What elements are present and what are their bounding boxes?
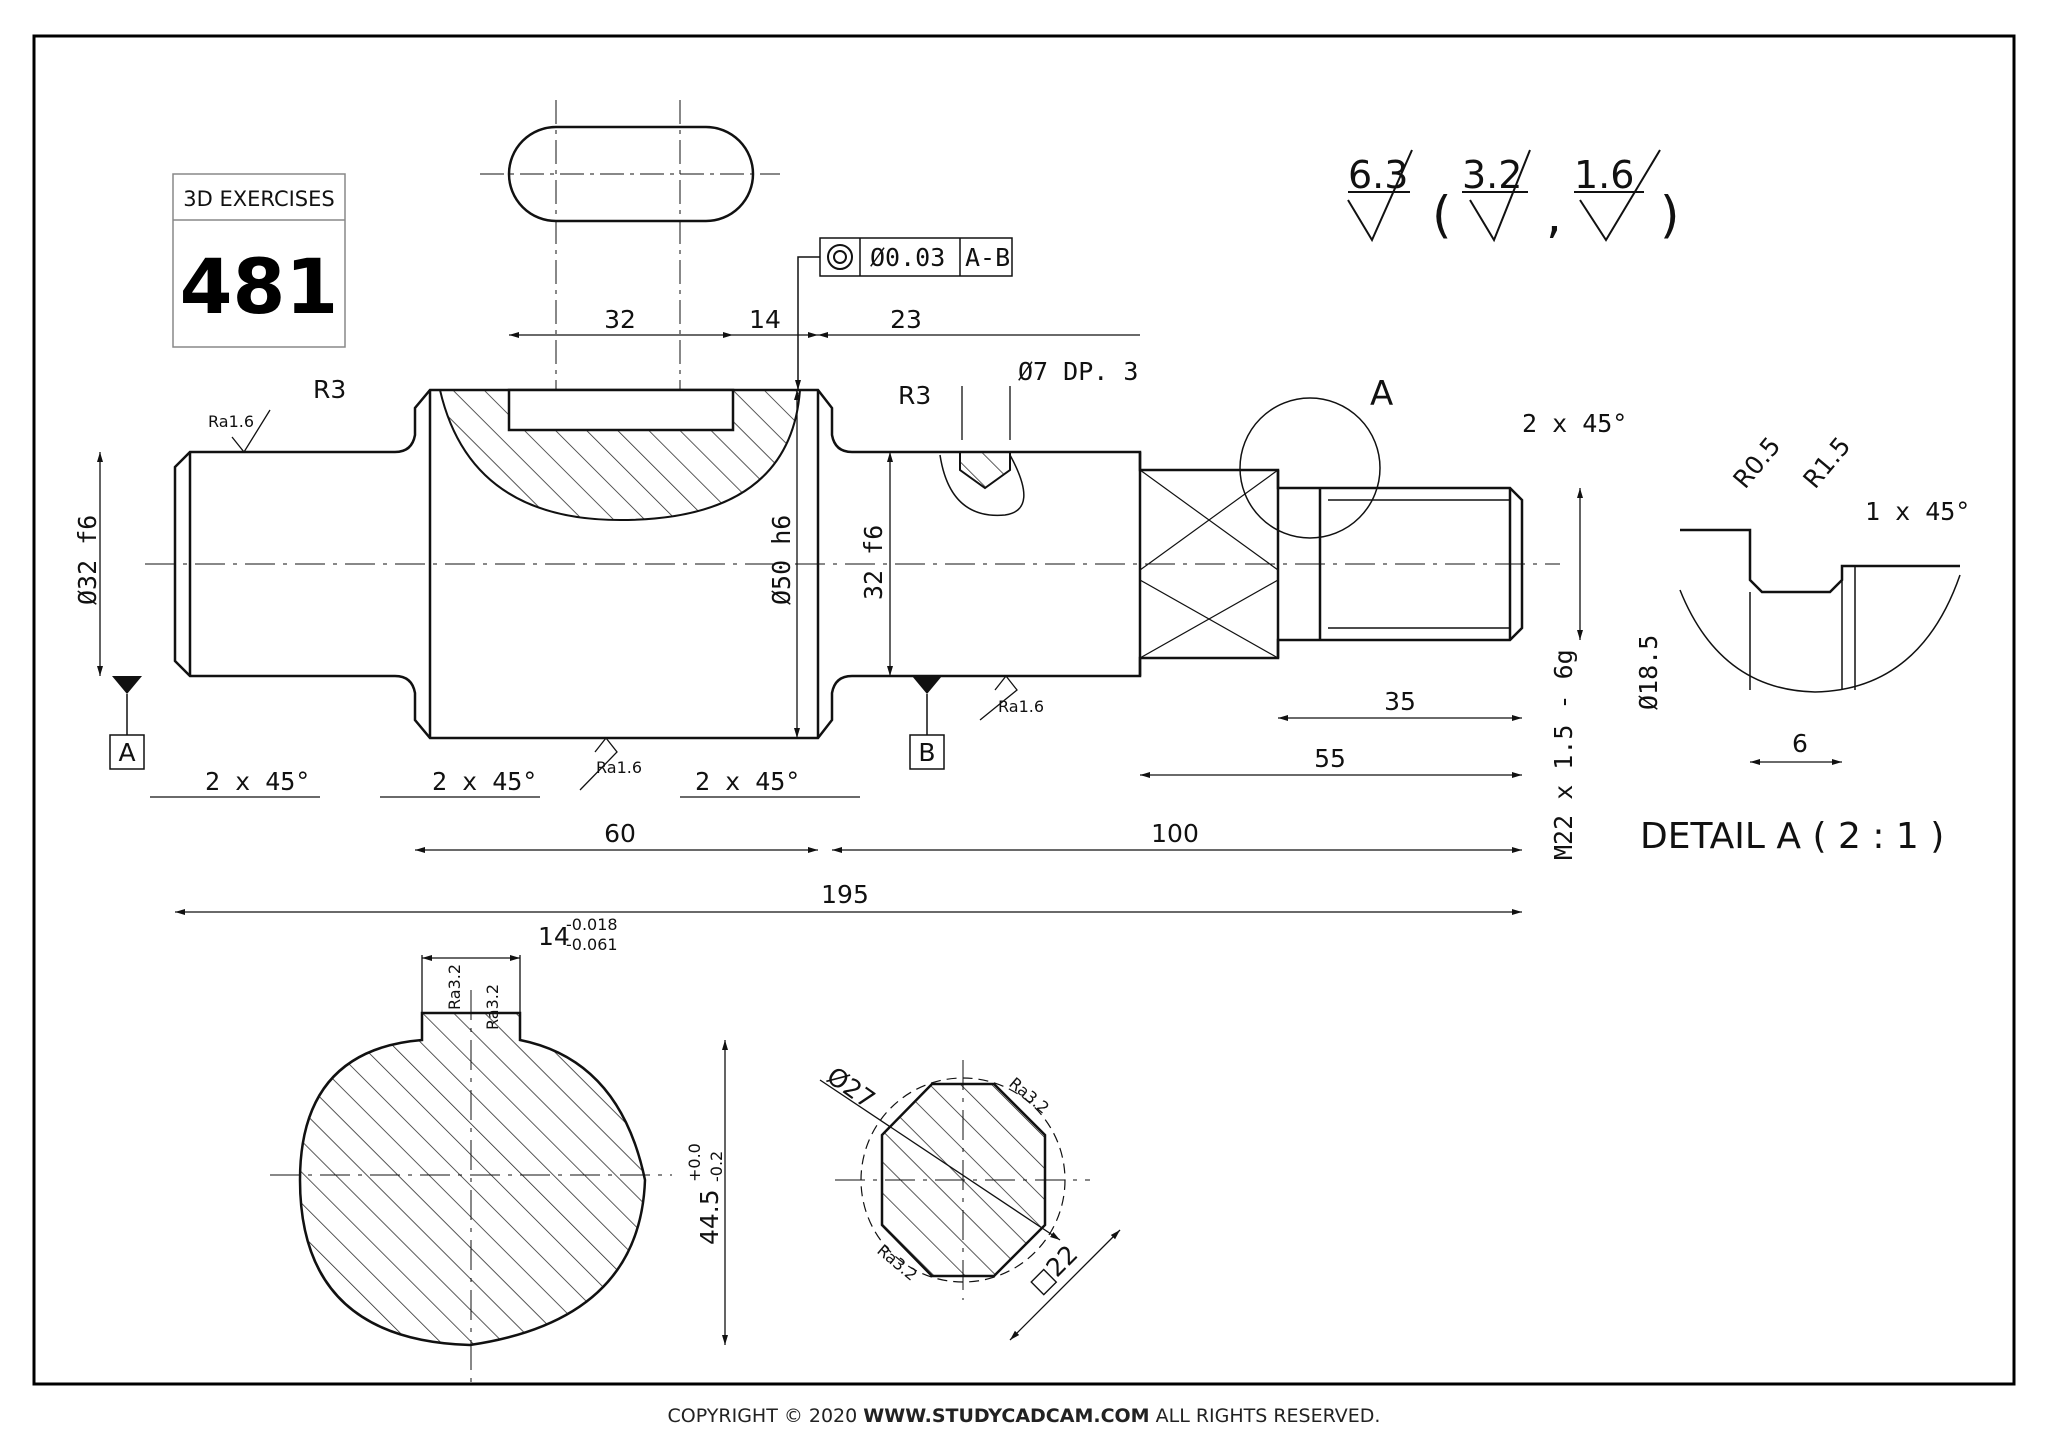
dim-len-60: 60 (604, 819, 636, 848)
section-tol-upper: +0.0 (685, 1143, 704, 1182)
detail-chamfer: 1 x 45° (1865, 497, 1970, 526)
shaft-main-view (173, 388, 1524, 740)
copyright-footer: COPYRIGHT © 2020 WWW.STUDYCADCAM.COM ALL… (0, 1405, 2048, 1427)
dim-chamfer-c: 2 x 45° (695, 767, 800, 796)
exercise-number: 481 (180, 242, 339, 331)
dimension-lines (97, 332, 1583, 915)
detail-r05: R0.5 (1727, 431, 1786, 493)
sq-size: □22 (1024, 1240, 1084, 1300)
gdt-frame (795, 237, 1013, 390)
ra-left: Ra1.6 (208, 412, 254, 431)
detail-r15: R1.5 (1797, 431, 1856, 493)
dim-hole-position: 23 (890, 305, 922, 334)
copyright-site: WWW.STUDYCADCAM.COM (863, 1405, 1150, 1427)
key-tol-upper: -0.018 (566, 915, 618, 934)
section-depth: 44.5 (695, 1189, 724, 1245)
dim-len-55: 55 (1314, 744, 1346, 773)
datum-b: B (918, 738, 935, 767)
sq-dia: Ø27 (822, 1061, 881, 1114)
finish-value-2: 1.6 (1574, 153, 1634, 197)
dim-dia-mid: Ø50 h6 (767, 515, 796, 605)
dim-dia-left: Ø32 f6 (73, 515, 102, 605)
dim-len-35: 35 (1384, 687, 1416, 716)
detail-a-circle (1239, 397, 1381, 539)
dim-radius-left: R3 (313, 375, 346, 404)
key-ra-2: Ra3.2 (483, 984, 502, 1030)
finish-general: 6.3 (1348, 153, 1408, 197)
copyright-suffix: ALL RIGHTS RESERVED. (1155, 1405, 1381, 1427)
key-ra-1: Ra3.2 (445, 964, 464, 1010)
keyway-cross-section (270, 955, 728, 1385)
square-flats (1139, 469, 1279, 659)
sheet-border (32, 34, 2016, 1386)
title-block: 3D EXERCISES 481 (172, 173, 346, 348)
finish-value-1: 3.2 (1462, 153, 1522, 197)
dim-chamfer-b: 2 x 45° (432, 767, 537, 796)
dim-chamfer-thread: 2 x 45° (1522, 409, 1627, 438)
gdt-tolerance: Ø0.03 (870, 243, 945, 272)
dim-radius-right: R3 (898, 381, 931, 410)
concentricity-icon (827, 244, 853, 270)
dim-len-195: 195 (821, 880, 869, 909)
surface-finish-symbols (1347, 149, 1661, 243)
ra-mid: Ra1.6 (596, 758, 642, 777)
dim-thread: M22 x 1.5 - 6g (1549, 649, 1578, 860)
section-tol-lower: -0.2 (707, 1151, 726, 1182)
dim-hole: Ø7 DP. 3 (1018, 357, 1138, 386)
drill-hole (959, 451, 1011, 490)
title-block-label: 3D EXERCISES (183, 187, 334, 211)
copyright-prefix: COPYRIGHT © 2020 (667, 1405, 858, 1427)
dim-len-100: 100 (1151, 819, 1199, 848)
detail-title: DETAIL A ( 2 : 1 ) (1640, 816, 1944, 857)
roughness-marks (231, 409, 1018, 791)
finish-open-paren: ( (1432, 186, 1452, 244)
detail-a-label: A (1370, 374, 1393, 414)
datum-symbols (109, 676, 945, 770)
ra-right: Ra1.6 (998, 697, 1044, 716)
key-tol-lower: -0.061 (566, 935, 618, 954)
square-cross-section (819, 1060, 1121, 1341)
dim-slot-offset: 14 (749, 305, 781, 334)
datum-a: A (118, 738, 135, 767)
finish-close-paren: ) (1660, 186, 1680, 244)
dim-dia-right: 32 f6 (859, 525, 888, 600)
detail-a-view (1679, 528, 1961, 693)
dim-chamfer-a: 2 x 45° (205, 767, 310, 796)
detail-width: 6 (1792, 729, 1808, 758)
keyway-top-view (480, 100, 780, 395)
gdt-datum: A-B (965, 243, 1010, 272)
finish-comma: , (1546, 186, 1562, 244)
keyway-slot (507, 388, 735, 432)
dim-slot-length: 32 (604, 305, 636, 334)
key-width: 14 (538, 922, 570, 951)
detail-dia: Ø18.5 (1634, 635, 1663, 710)
